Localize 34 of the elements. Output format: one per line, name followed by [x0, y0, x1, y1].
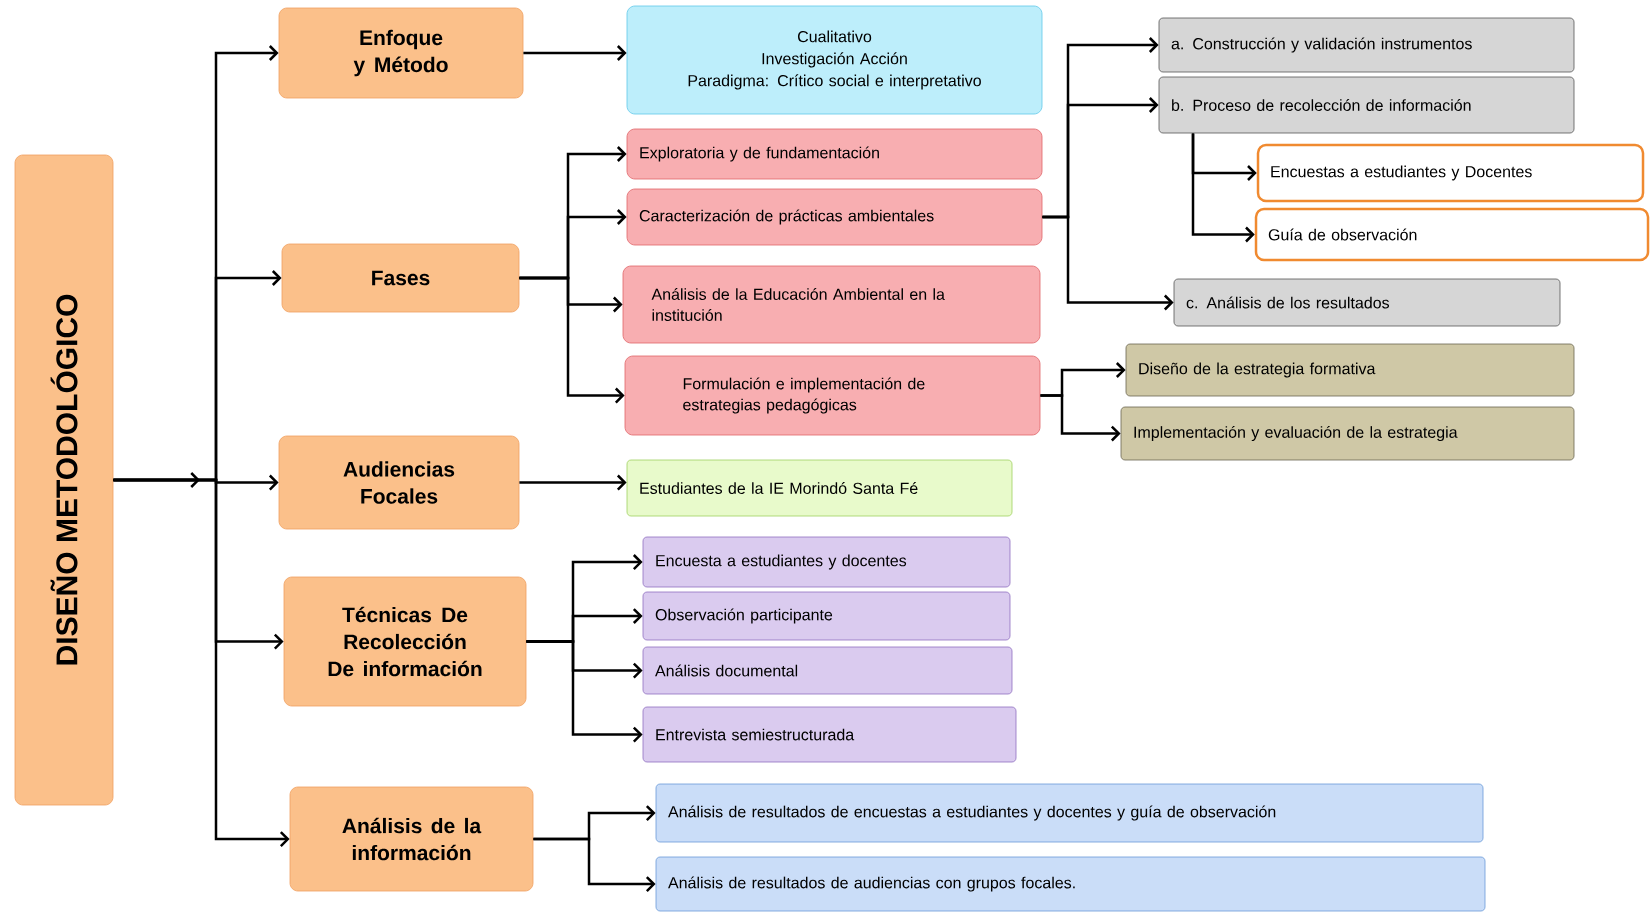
content-box: Entrevista semiestructurada	[642, 706, 1017, 763]
category-box: Análisis de la información	[289, 786, 534, 892]
content-box: Guía de observación	[1254, 207, 1650, 262]
arrow	[1040, 394, 1121, 442]
title-box: DISEÑO METODOLÓGICO	[14, 154, 114, 806]
content-box: c. Análisis de los resultados	[1173, 278, 1561, 327]
arrow	[113, 478, 290, 847]
content-box: b. Proceso de recolección de información	[1158, 76, 1575, 134]
category-box: Técnicas De Recolección De información	[283, 576, 527, 707]
content-box: Caracterización de prácticas ambientales	[626, 188, 1043, 246]
arrow	[526, 640, 643, 743]
category-box: Audiencias Focales	[278, 435, 520, 530]
content-box: Análisis de la Educación Ambiental en la institución	[622, 265, 1041, 344]
content-box: Análisis documental	[642, 646, 1013, 695]
arrow	[533, 837, 656, 892]
arrow	[1191, 133, 1255, 243]
arrow	[519, 276, 625, 404]
content-box: Análisis de resultados de audiencias con grupos focales.	[655, 856, 1486, 912]
content-box: Análisis de resultados de encuestas a estudiantes y docentes y guía de observación	[655, 783, 1484, 843]
content-box: a. Construcción y validación instrumentos	[1158, 17, 1575, 73]
content-box: Exploratoria y de fundamentación	[626, 128, 1043, 180]
content-box: Diseño de la estrategia formativa	[1125, 343, 1575, 397]
content-box: Encuestas a estudiantes y Docentes	[1256, 143, 1645, 203]
arrow	[519, 474, 627, 491]
content-box: Estudiantes de la IE Morindó Santa Fé	[626, 459, 1013, 517]
arrow	[1042, 215, 1174, 311]
content-box: Implementación y evaluación de la estrategia	[1120, 406, 1575, 461]
content-box: Cualitativo Investigación Acción Paradigma: Crítico social e interpretativo	[626, 5, 1043, 115]
content-box: Encuesta a estudiantes y docentes	[642, 536, 1011, 588]
category-box: Fases	[281, 243, 520, 313]
content-box: Formulación e implementación de estrategias pedagógicas	[624, 355, 1041, 436]
content-box: Observación participante	[642, 591, 1011, 641]
arrow	[523, 45, 627, 61]
category-box: Enfoque y Método	[278, 7, 524, 99]
